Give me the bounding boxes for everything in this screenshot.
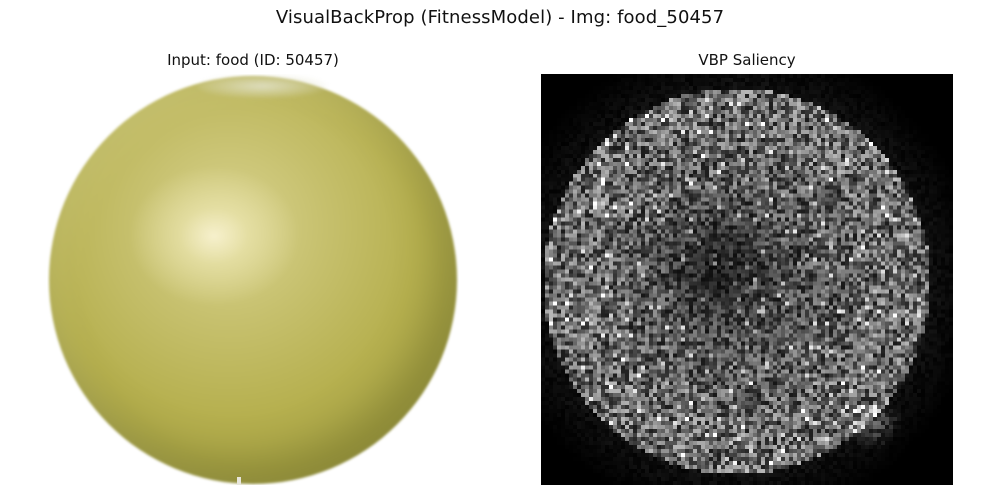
fruit-photo — [49, 76, 457, 484]
saliency-heatmap — [541, 74, 953, 485]
input-panel-title: Input: food (ID: 50457) — [167, 51, 339, 69]
fruit-stem-mark — [237, 477, 241, 485]
input-image — [47, 74, 459, 485]
saliency-panel-title: VBP Saliency — [698, 51, 796, 69]
fruit-top-highlight — [197, 74, 327, 98]
saliency-map — [541, 74, 953, 485]
figure-title: VisualBackProp (FitnessModel) - Img: foo… — [275, 7, 725, 28]
